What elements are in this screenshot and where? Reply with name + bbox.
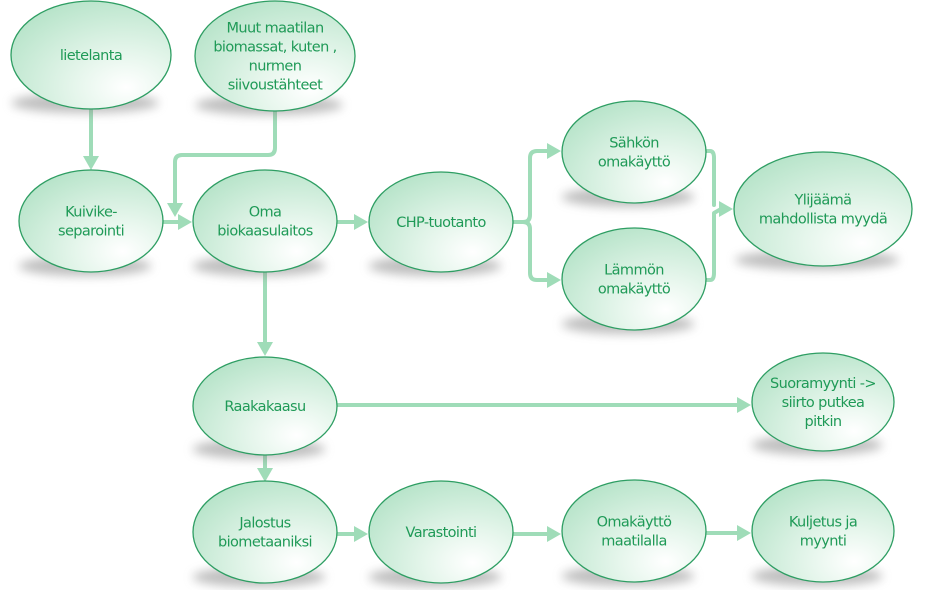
node-ellipse — [192, 480, 338, 584]
node-suoramyynti: Suoramyynti -> siirto putkea pitkin — [751, 352, 895, 455]
node-ellipse — [10, 0, 172, 110]
node-label: siivoustähteet — [228, 78, 323, 94]
arrowhead-icon — [547, 526, 561, 542]
arrowhead-icon — [354, 214, 368, 230]
arrowhead-icon — [83, 156, 99, 170]
arrowhead-icon — [167, 203, 183, 217]
node-ellipse — [733, 151, 913, 267]
node-label: nurmen — [249, 59, 302, 75]
node-label: maatilalla — [601, 534, 666, 550]
arrowhead-icon — [178, 214, 192, 230]
node-label: siirto putkea — [782, 395, 865, 411]
arrowhead-icon — [354, 526, 368, 542]
connector-lammon-to-ylijaama — [704, 207, 723, 282]
node-label: lietelanta — [60, 48, 122, 64]
node-label: mahdollista myydä — [759, 212, 887, 228]
node-label: separointi — [58, 224, 124, 240]
node-label: Omakäyttö — [597, 515, 673, 531]
node-label: Muut maatilan — [226, 21, 323, 37]
arrowhead-icon — [547, 143, 561, 159]
arrowhead-icon — [257, 342, 273, 356]
arrowhead-icon — [719, 201, 733, 217]
node-ellipse — [561, 100, 707, 204]
node-label: omakäyttö — [598, 155, 671, 171]
node-lammon: Lämmön omakäyttö — [561, 227, 707, 334]
node-kuljetus: Kuljetus ja myynti — [751, 479, 895, 586]
node-ellipse — [561, 227, 707, 331]
arrowhead-icon — [547, 272, 561, 288]
node-varastointi: Varastointi — [368, 480, 514, 587]
node-ellipse — [368, 480, 514, 584]
node-label: Sähkön — [609, 136, 659, 152]
node-lietelanta: lietelanta — [10, 0, 172, 113]
node-label: Raakakaasu — [224, 399, 305, 415]
node-label: omakäyttö — [598, 282, 671, 298]
node-muut: Muut maatilan biomassat, kuten , nurmen sii… — [194, 0, 356, 115]
node-jalostus: Jalostus biometaaniksi — [192, 480, 338, 587]
node-ellipse — [561, 479, 707, 583]
arrowhead-icon — [737, 525, 751, 541]
node-label: biokaasulaitos — [217, 224, 312, 240]
connector-muut-to-oma — [173, 110, 277, 207]
node-omakaytto: Omakäyttö maatilalla — [561, 479, 707, 586]
node-raakakaasu: Raakakaasu — [192, 356, 338, 459]
node-label: Kuljetus ja — [789, 515, 857, 531]
node-ylijaama: Ylijäämä mahdollista myydä — [733, 151, 913, 270]
arrowhead-icon — [257, 468, 273, 482]
connector-sahkon-to-ylijaama — [704, 149, 716, 207]
node-sahkon: Sähkön omakäyttö — [561, 100, 707, 207]
node-label: CHP-tuotanto — [396, 215, 486, 231]
node-ellipse — [368, 171, 514, 273]
node-ellipse — [751, 352, 895, 452]
connector-chp-to-sahkon — [511, 149, 551, 224]
node-ellipse — [194, 0, 356, 112]
connectors — [83, 108, 751, 542]
node-ellipse — [18, 169, 164, 273]
node-label: Jalostus — [238, 516, 290, 532]
arrowhead-icon — [737, 397, 751, 413]
nodes: lietelanta Muut maatilan biomassat, kuten … — [10, 0, 913, 587]
node-oma: Oma biokaasulaitos — [192, 169, 338, 276]
node-label: Lämmön — [604, 263, 664, 279]
node-label: pitkin — [805, 414, 842, 430]
node-label: Oma — [249, 205, 282, 221]
node-label: Suoramyynti -> — [770, 376, 876, 392]
node-label: biomassat, kuten , — [213, 40, 336, 56]
node-label: Varastointi — [406, 525, 477, 541]
node-ellipse — [192, 169, 338, 273]
node-ellipse — [192, 356, 338, 456]
node-chp: CHP-tuotanto — [368, 171, 514, 276]
node-label: myynti — [800, 534, 847, 550]
node-ellipse — [751, 479, 895, 583]
node-label: Ylijäämä — [794, 193, 852, 209]
connector-chp-to-lammon — [521, 220, 551, 282]
node-label: biometaaniksi — [218, 535, 312, 551]
node-label: Kuivike- — [65, 205, 117, 221]
node-kuivike: Kuivike-separointi — [18, 169, 164, 276]
